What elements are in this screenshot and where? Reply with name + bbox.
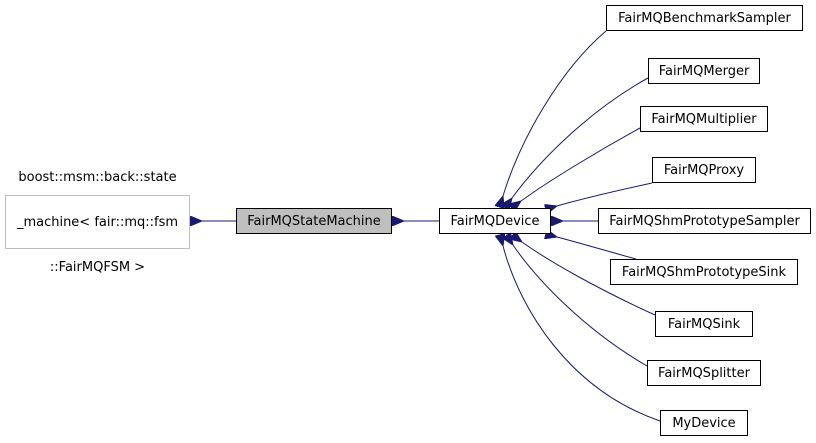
edge-multiplier — [521, 127, 641, 201]
shm-prototype-sampler-node[interactable]: FairMQShmPrototypeSampler — [598, 208, 811, 234]
device-label: FairMQDevice — [450, 213, 540, 229]
multiplier-label: FairMQMultiplier — [651, 111, 757, 127]
edge-sink — [522, 242, 656, 316]
edge-proxy — [557, 182, 653, 206]
edge-benchmark-sampler — [503, 30, 607, 196]
benchmark-sampler-label: FairMQBenchmarkSampler — [618, 10, 791, 26]
base-class-line-3: ::FairMQFSM > — [49, 259, 146, 275]
base-class-line-2: _machine< fair::mq::fsm — [16, 214, 179, 230]
proxy-label: FairMQProxy — [663, 162, 745, 178]
edge-shm-sink — [557, 237, 637, 260]
multiplier-node[interactable]: FairMQMultiplier — [640, 106, 768, 132]
my-device-label: MyDevice — [672, 415, 736, 431]
base-class-line-1: boost::msm::back::state — [18, 169, 177, 185]
state-machine-label: FairMQStateMachine — [247, 213, 381, 229]
shm-prototype-sink-label: FairMQShmPrototypeSink — [621, 264, 787, 280]
device-node[interactable]: FairMQDevice — [439, 208, 551, 234]
proxy-node[interactable]: FairMQProxy — [652, 157, 756, 183]
shm-prototype-sampler-label: FairMQShmPrototypeSampler — [609, 213, 800, 229]
shm-prototype-sink-node[interactable]: FairMQShmPrototypeSink — [610, 259, 798, 285]
sink-node[interactable]: FairMQSink — [655, 311, 753, 337]
edge-splitter — [513, 245, 648, 367]
edge-my-device — [503, 246, 661, 422]
splitter-node[interactable]: FairMQSplitter — [647, 360, 761, 386]
state-machine-node: FairMQStateMachine — [236, 208, 392, 234]
merger-node[interactable]: FairMQMerger — [648, 58, 760, 84]
benchmark-sampler-node[interactable]: FairMQBenchmarkSampler — [606, 5, 803, 31]
my-device-node[interactable]: MyDevice — [660, 410, 748, 436]
splitter-label: FairMQSplitter — [658, 365, 750, 381]
sink-label: FairMQSink — [667, 316, 741, 332]
base-class-node: boost::msm::back::state _machine< fair::… — [5, 170, 190, 275]
merger-label: FairMQMerger — [658, 63, 750, 79]
edge-merger — [512, 77, 649, 198]
